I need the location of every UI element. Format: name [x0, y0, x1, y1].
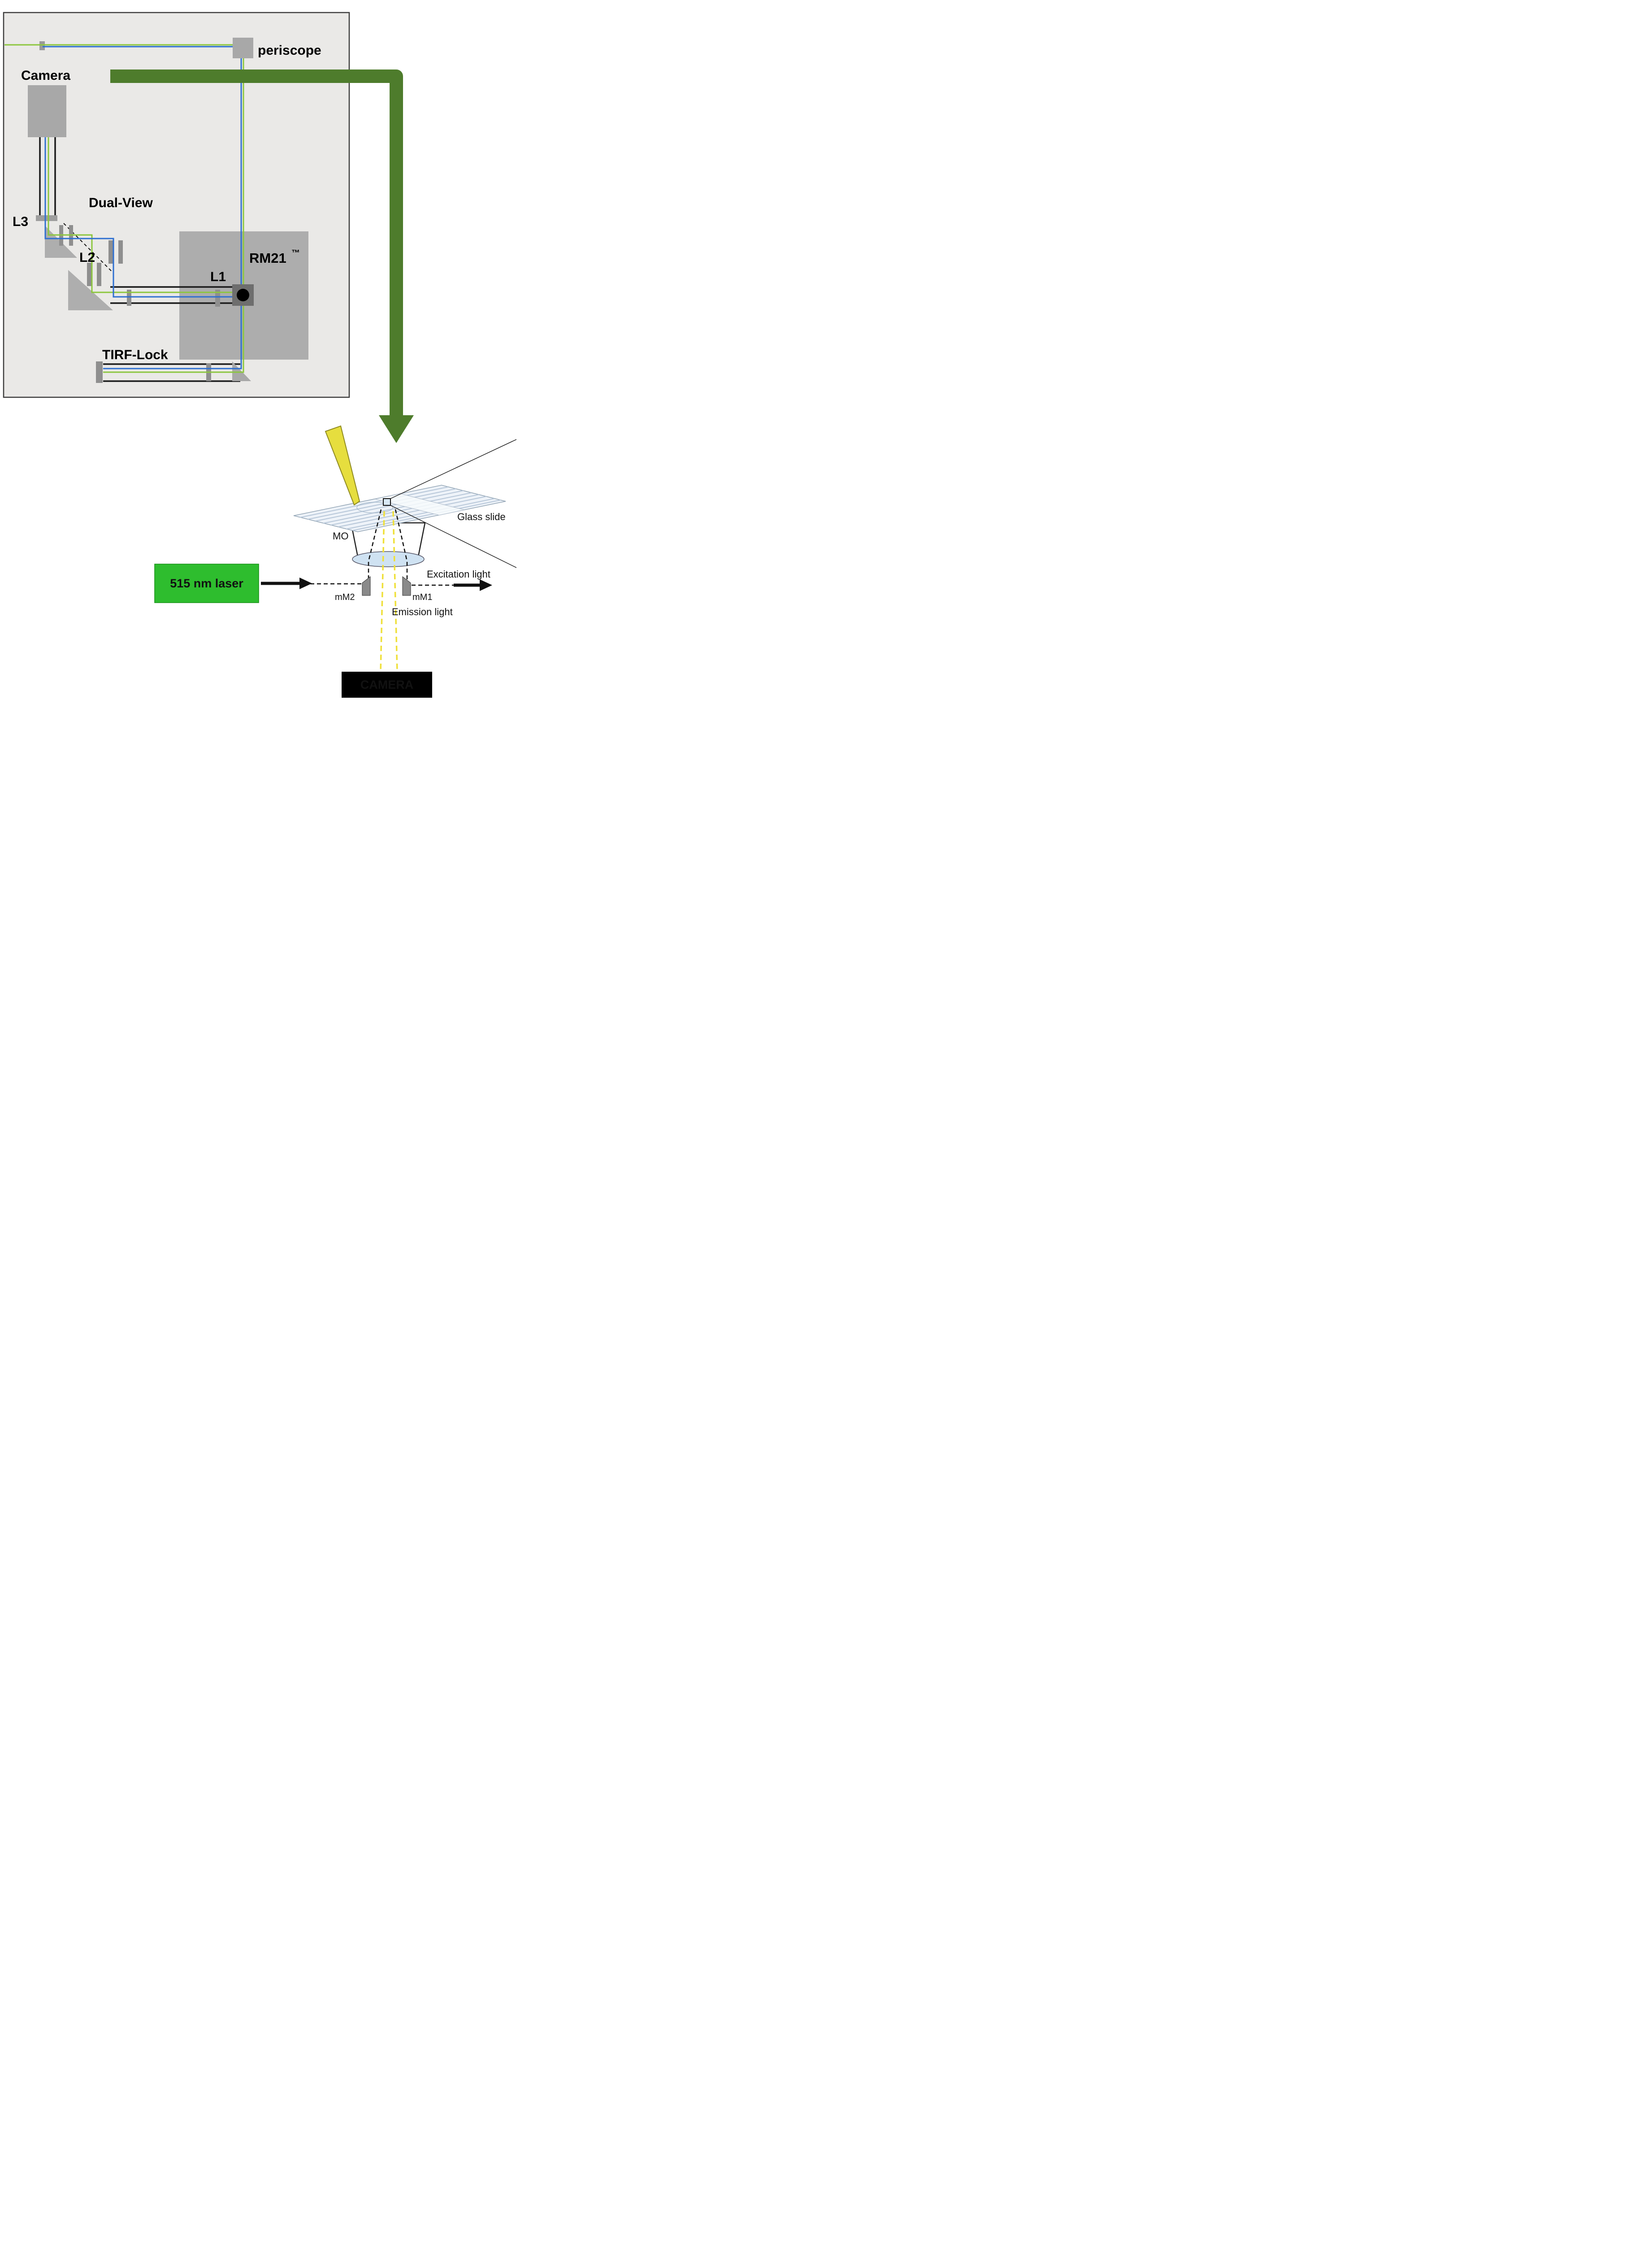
- camera-box: [342, 672, 432, 698]
- rail-lens: [127, 290, 131, 306]
- laser-box: [154, 564, 259, 603]
- microscope-layer: 515 nm laser CAMERA Glass slide MO mM2 m…: [154, 425, 516, 698]
- flow-channel: [375, 493, 465, 516]
- excitation-light-label: Excitation light: [427, 569, 490, 580]
- l1-label: L1: [210, 269, 226, 284]
- roi-square: [383, 498, 391, 506]
- rm21-label: RM21: [249, 250, 286, 266]
- glass-slide-label: Glass slide: [457, 511, 506, 522]
- flow-arrow-shaft: [110, 70, 403, 417]
- laser-label: 515 nm laser: [170, 577, 243, 590]
- flow-arrow-head: [379, 415, 414, 443]
- channel-port: [356, 502, 393, 513]
- excitation-arrow-head: [480, 579, 492, 591]
- beam-shutter: [39, 41, 45, 50]
- flow-arrow-layer: [110, 70, 414, 443]
- camera-body: [28, 85, 66, 137]
- periscope-label: periscope: [258, 43, 321, 58]
- tirf-end-cap: [96, 361, 103, 383]
- dual-view-mirror-lower: [68, 270, 113, 310]
- tirf-lock-label: TIRF-Lock: [102, 348, 168, 362]
- mm1-label: mM1: [412, 592, 432, 602]
- zoom-line-lower: [390, 505, 516, 568]
- l3-label: L3: [13, 214, 28, 229]
- l1-aperture: [237, 289, 249, 301]
- objective-lens: [352, 551, 425, 567]
- mirror-mm1: [402, 576, 411, 596]
- l1-rail-lens: [215, 290, 220, 307]
- emission-light-label: Emission light: [392, 606, 453, 617]
- camera-label: Camera: [21, 68, 70, 83]
- green-beam-paths: [4, 44, 244, 373]
- blue-beam-paths: [43, 46, 242, 369]
- periscope-mirror: [233, 38, 253, 58]
- mm2-label: mM2: [335, 592, 355, 602]
- tirf-mirror: [232, 361, 251, 381]
- mirror-mm2: [362, 576, 371, 596]
- l3-lens: [36, 215, 57, 221]
- pipette-tip: [325, 425, 360, 506]
- rm21-trademark: ™: [291, 248, 300, 258]
- figure-canvas: periscope Camera Dual-View L3 L2 L1 RM21…: [0, 0, 516, 703]
- laser-arrow-head: [299, 578, 312, 589]
- dual-view-label: Dual-View: [89, 196, 153, 210]
- excitation-beam-path: [310, 509, 454, 586]
- zoom-line-upper: [390, 439, 516, 499]
- l2-label: L2: [79, 250, 95, 265]
- camera-box-label: CAMERA: [360, 678, 414, 691]
- mo-label: MO: [333, 530, 348, 542]
